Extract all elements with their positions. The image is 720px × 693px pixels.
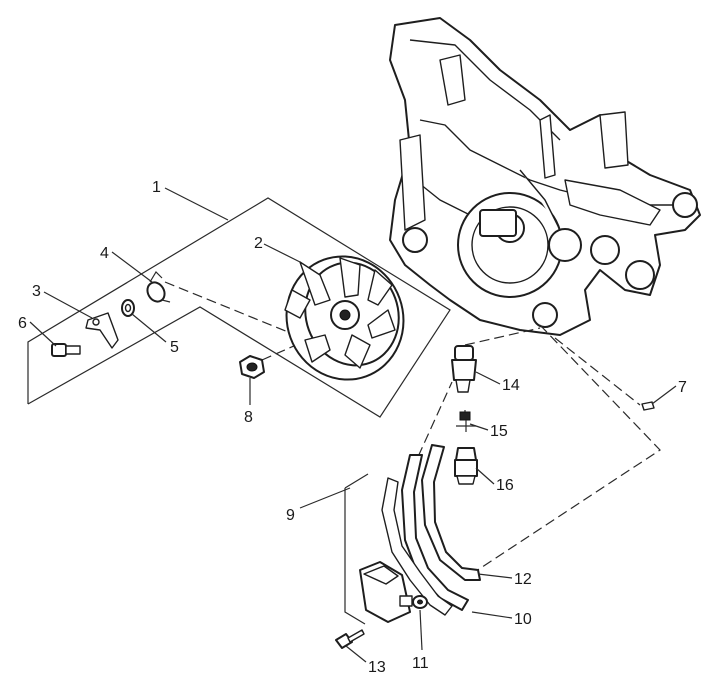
callout-1: 1: [152, 179, 161, 196]
pawl-part: [85, 312, 119, 349]
callout-9: 9: [286, 507, 295, 524]
callout-14: 14: [502, 377, 520, 394]
screw-part-13: [335, 629, 365, 649]
washer-part: [121, 299, 135, 317]
nut-part: [239, 355, 265, 379]
callout-6: 6: [18, 315, 27, 332]
key-part: [641, 401, 655, 411]
crankcase-housing: [389, 17, 701, 336]
leader-lines: [29, 187, 677, 663]
callout-4: 4: [100, 245, 109, 262]
callout-11: 11: [412, 655, 429, 672]
screw-part-6: [51, 343, 81, 357]
callout-15: 15: [490, 423, 508, 440]
fitting-part: [451, 345, 477, 393]
flywheel-part: [284, 255, 405, 381]
filter-housing-part: [359, 561, 413, 623]
callout-2: 2: [254, 235, 263, 252]
seal-part: [456, 411, 476, 432]
callout-5: 5: [170, 339, 179, 356]
callout-13: 13: [368, 659, 386, 676]
valve-part: [454, 447, 478, 485]
callout-8: 8: [244, 409, 253, 426]
callout-16: 16: [496, 477, 514, 494]
callout-10: 10: [514, 611, 532, 628]
group-box-hose: [344, 473, 369, 625]
spring-part: [146, 271, 171, 303]
hose-part: [381, 444, 481, 616]
callout-7: 7: [678, 379, 687, 396]
callout-12: 12: [514, 571, 532, 588]
ring-part-11: [412, 595, 428, 609]
callout-3: 3: [32, 283, 41, 300]
group-box-flywheel: [27, 197, 451, 418]
callout-labels: 1 2 3 4 5 6 7 8 9 10 11 12 13 14 15 16: [18, 179, 687, 676]
